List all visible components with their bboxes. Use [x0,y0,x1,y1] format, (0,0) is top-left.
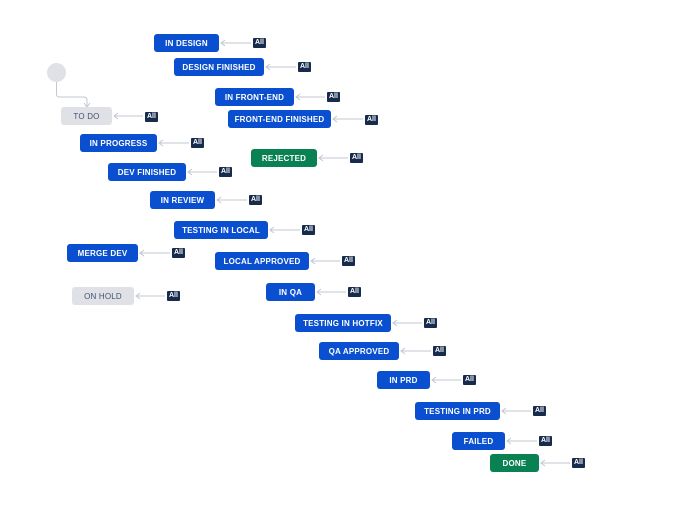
transition-arrow-in-design [220,39,226,47]
transition-arrow-failed [506,437,512,445]
all-transition-badge-merge-dev[interactable]: All [172,248,185,258]
all-transition-badge-design-finished[interactable]: All [298,62,311,72]
start-node[interactable] [47,63,66,82]
all-transition-badge-done[interactable]: All [572,458,585,468]
status-testing-in-local[interactable]: TESTING IN LOCAL [174,221,268,239]
all-transition-badge-in-review[interactable]: All [249,195,262,205]
all-transition-badge-testing-in-hotfix[interactable]: All [424,318,437,328]
all-transition-badge-front-end-finished[interactable]: All [365,115,378,125]
transition-arrow-merge-dev [139,249,145,257]
transition-arrow-testing-in-local [269,226,275,234]
status-in-front-end[interactable]: IN FRONT-END [215,88,294,106]
status-in-prd[interactable]: IN PRD [377,371,430,389]
status-local-approved[interactable]: LOCAL APPROVED [215,252,309,270]
status-design-finished[interactable]: DESIGN FINISHED [174,58,264,76]
status-in-design[interactable]: IN DESIGN [154,34,219,52]
transition-arrow-rejected [318,154,324,162]
all-transition-badge-in-design[interactable]: All [253,38,266,48]
transition-arrow-to-do [113,112,119,120]
status-in-review[interactable]: IN REVIEW [150,191,215,209]
transition-arrow-in-progress [158,139,164,147]
transition-arrow-on-hold [135,292,141,300]
status-in-qa[interactable]: IN QA [266,283,315,301]
transition-arrow-in-review [216,196,222,204]
all-transition-badge-qa-approved[interactable]: All [433,346,446,356]
status-testing-in-hotfix[interactable]: TESTING IN HOTFIX [295,314,391,332]
transition-arrow-in-qa [316,288,322,296]
transition-arrow-dev-finished [187,168,193,176]
all-transition-badge-dev-finished[interactable]: All [219,167,232,177]
all-transition-badge-testing-in-local[interactable]: All [302,225,315,235]
transition-arrow-in-front-end [295,93,301,101]
status-failed[interactable]: FAILED [452,432,505,450]
all-transition-badge-in-front-end[interactable]: All [327,92,340,102]
status-merge-dev[interactable]: MERGE DEV [67,244,138,262]
all-transition-badge-failed[interactable]: All [539,436,552,446]
status-rejected[interactable]: REJECTED [251,149,317,167]
all-transition-badge-on-hold[interactable]: All [167,291,180,301]
status-dev-finished[interactable]: DEV FINISHED [108,163,186,181]
transition-arrow-front-end-finished [332,115,338,123]
all-transition-badge-in-progress[interactable]: All [191,138,204,148]
status-testing-in-prd[interactable]: TESTING IN PRD [415,402,500,420]
status-done[interactable]: DONE [490,454,539,472]
status-front-end-finished[interactable]: FRONT-END FINISHED [228,110,331,128]
all-transition-badge-in-prd[interactable]: All [463,375,476,385]
transition-arrow-testing-in-hotfix [392,319,398,327]
transition-arrow-done [540,459,546,467]
transition-arrow-testing-in-prd [501,407,507,415]
transition-arrow-in-prd [431,376,437,384]
status-on-hold[interactable]: ON HOLD [72,287,134,305]
all-transition-badge-in-qa[interactable]: All [348,287,361,297]
all-transition-badge-local-approved[interactable]: All [342,256,355,266]
status-qa-approved[interactable]: QA APPROVED [319,342,399,360]
start-connector [56,82,88,106]
all-transition-badge-to-do[interactable]: All [145,112,158,122]
all-transition-badge-testing-in-prd[interactable]: All [533,406,546,416]
status-in-progress[interactable]: IN PROGRESS [80,134,157,152]
all-transition-badge-rejected[interactable]: All [350,153,363,163]
transition-arrow-qa-approved [400,347,406,355]
transition-arrow-local-approved [310,257,316,265]
transition-arrow-design-finished [265,63,271,71]
status-to-do[interactable]: TO DO [61,107,112,125]
